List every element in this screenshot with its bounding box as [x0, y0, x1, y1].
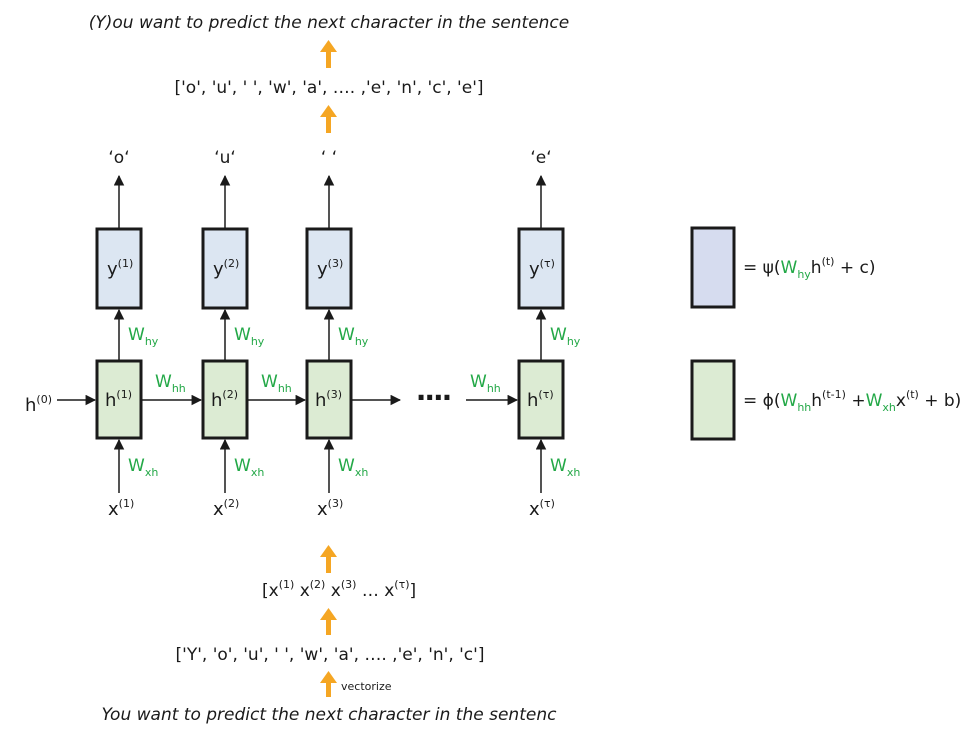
w-xh-label-3: Wxh: [338, 456, 368, 479]
input-character-list: ['Y', 'o', 'u', ' ', 'w', 'a', …. ,'e', …: [176, 645, 485, 665]
hidden-box-tau: h(τ): [517, 359, 565, 440]
w-hy-label-tau: Why: [550, 325, 581, 348]
w-hy-label-3: Why: [338, 325, 369, 348]
w-hh-label-1: Whh: [155, 372, 186, 395]
output-char-tau: ‘e‘: [530, 148, 551, 168]
w-hy-label-2: Why: [234, 325, 265, 348]
yellow-up-arrow-vector: [320, 608, 337, 635]
input-x-2: x(2): [213, 497, 239, 520]
output-char-1: ‘o‘: [108, 148, 129, 168]
vectorize-label: vectorize: [341, 680, 392, 693]
hidden-box-3: h(3): [305, 359, 353, 440]
output-char-3: ‘ ‘: [321, 148, 337, 168]
yellow-up-arrow-inputs: [320, 545, 337, 573]
yellow-up-arrow-vectorize: [320, 671, 337, 697]
w-hh-label-2: Whh: [261, 372, 292, 395]
w-xh-label-2: Wxh: [234, 456, 264, 479]
sequence-ellipsis: ····: [416, 381, 451, 414]
initial-hidden-label: h(0): [25, 393, 52, 416]
w-hy-label-1: Why: [128, 325, 159, 348]
output-character-list: ['o', 'u', ' ', 'w', 'a', …. ,'e', 'n', …: [175, 78, 484, 98]
hidden-box-1: h(1): [95, 359, 143, 440]
legend-output-box: [690, 226, 736, 309]
w-hh-label-tau: Whh: [470, 372, 501, 395]
legend-hidden-formula: = ϕ(Whhh(t-1) +Wxhx(t) + b): [743, 388, 961, 414]
top-caption: (Y)ou want to predict the next character…: [89, 13, 570, 33]
w-xh-label-tau: Wxh: [550, 456, 580, 479]
hidden-box-2: h(2): [201, 359, 249, 440]
input-x-3: x(3): [317, 497, 343, 520]
bottom-caption: You want to predict the next character i…: [102, 705, 558, 725]
output-box-1: y(1): [95, 227, 143, 310]
output-char-2: ‘u‘: [214, 148, 236, 168]
output-box-2: y(2): [201, 227, 249, 310]
yellow-up-arrow-output: [320, 105, 337, 133]
vector-label: [x(1) x(2) x(3) … x(τ)]: [262, 578, 416, 601]
legend-hidden-box: [690, 359, 736, 441]
input-x-1: x(1): [108, 497, 134, 520]
w-xh-label-1: Wxh: [128, 456, 158, 479]
output-box-3: y(3): [305, 227, 353, 310]
output-box-tau: y(τ): [517, 227, 565, 310]
legend-output-formula: = ψ(Whyh(t) + c): [743, 255, 876, 281]
yellow-up-arrow-top: [320, 40, 337, 68]
input-x-tau: x(τ): [529, 497, 555, 520]
